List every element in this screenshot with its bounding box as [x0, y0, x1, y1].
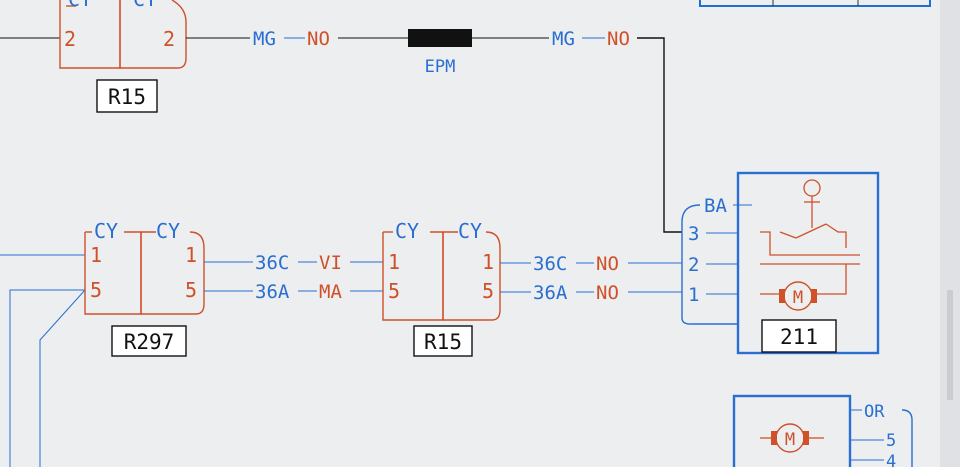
- top-cy-left: CY: [68, 0, 92, 11]
- top-right-box: [699, 0, 931, 7]
- right-wire-36c[interactable]: 36C NO: [500, 253, 682, 275]
- top-wire-right[interactable]: MG NO: [472, 28, 682, 233]
- r297-pin-r5: 5: [185, 278, 197, 302]
- mid-wire-36c-code: 36C: [255, 252, 289, 274]
- connector-r15[interactable]: CY CY 1 5 1 5 R15: [382, 219, 501, 357]
- right-wire-36a-color: NO: [596, 282, 619, 304]
- bottom-component[interactable]: M OR 5 4: [732, 394, 913, 467]
- motor-component-211[interactable]: M 211: [736, 171, 880, 355]
- top-pin-left: 2: [64, 27, 76, 51]
- bottom-component-color: OR: [864, 402, 885, 422]
- r15-cy-right: CY: [458, 219, 482, 243]
- motor-pin-2: 2: [688, 254, 699, 276]
- mid-wire-36a[interactable]: 36A MA: [204, 281, 383, 303]
- top-wire-right-code: MG: [552, 28, 575, 50]
- bottom-motor-symbol: M: [785, 430, 795, 450]
- motor-connector[interactable]: BA 3 2 1: [681, 195, 752, 325]
- motor-pin-3: 3: [688, 223, 699, 245]
- mid-wire-36a-code: 36A: [255, 281, 290, 303]
- r15-pin-r5: 5: [482, 279, 494, 303]
- r15-pin-l5: 5: [388, 279, 400, 303]
- r15-pin-r1: 1: [482, 250, 494, 274]
- r297-pin-l5: 5: [90, 278, 102, 302]
- motor-icon: M: [779, 281, 817, 311]
- scrollbar-thumb[interactable]: [947, 290, 953, 400]
- bottom-pin-5: 5: [886, 431, 896, 451]
- top-wire-left-code: MG: [253, 28, 276, 50]
- top-wire-left[interactable]: MG NO: [186, 28, 408, 50]
- right-wire-36c-code: 36C: [533, 253, 567, 275]
- motor-symbol: M: [793, 288, 803, 308]
- mid-wire-36a-color: MA: [319, 281, 342, 303]
- r297-pin-l1: 1: [90, 243, 102, 267]
- relay-switch-icon: [760, 179, 860, 295]
- connector-r297[interactable]: CY CY 1 5 1 5 R297: [0, 219, 205, 467]
- fuse-epm[interactable]: EPM: [408, 29, 472, 77]
- top-wire-left-color: NO: [307, 28, 330, 50]
- motor-pin-1: 1: [688, 284, 699, 306]
- top-connector-label: R15: [108, 85, 146, 109]
- motor-box-label: 211: [780, 325, 818, 349]
- r297-pin-r1: 1: [185, 243, 197, 267]
- motor-connector-color: BA: [704, 195, 727, 217]
- mid-wire-36c-color: VI: [319, 252, 342, 274]
- bottom-motor-icon: M: [760, 423, 824, 453]
- bottom-pin-4: 4: [886, 452, 896, 467]
- r15-pin-l1: 1: [388, 250, 400, 274]
- r297-cy-left: CY: [94, 219, 118, 243]
- connector-r15-top[interactable]: CY CY 2 2 R15: [0, 0, 187, 113]
- r297-label: R297: [124, 330, 175, 354]
- r15-label: R15: [424, 330, 462, 354]
- right-wire-36c-color: NO: [596, 253, 619, 275]
- r15-cy-left: CY: [395, 219, 419, 243]
- r297-cy-right: CY: [156, 219, 180, 243]
- mid-wire-36c[interactable]: 36C VI: [204, 252, 383, 274]
- top-cy-right: CY: [133, 0, 157, 11]
- top-pin-right: 2: [163, 27, 175, 51]
- right-wire-36a[interactable]: 36A NO: [500, 282, 682, 304]
- fuse-label: EPM: [425, 57, 456, 77]
- right-wire-36a-code: 36A: [533, 282, 568, 304]
- top-wire-right-color: NO: [607, 28, 630, 50]
